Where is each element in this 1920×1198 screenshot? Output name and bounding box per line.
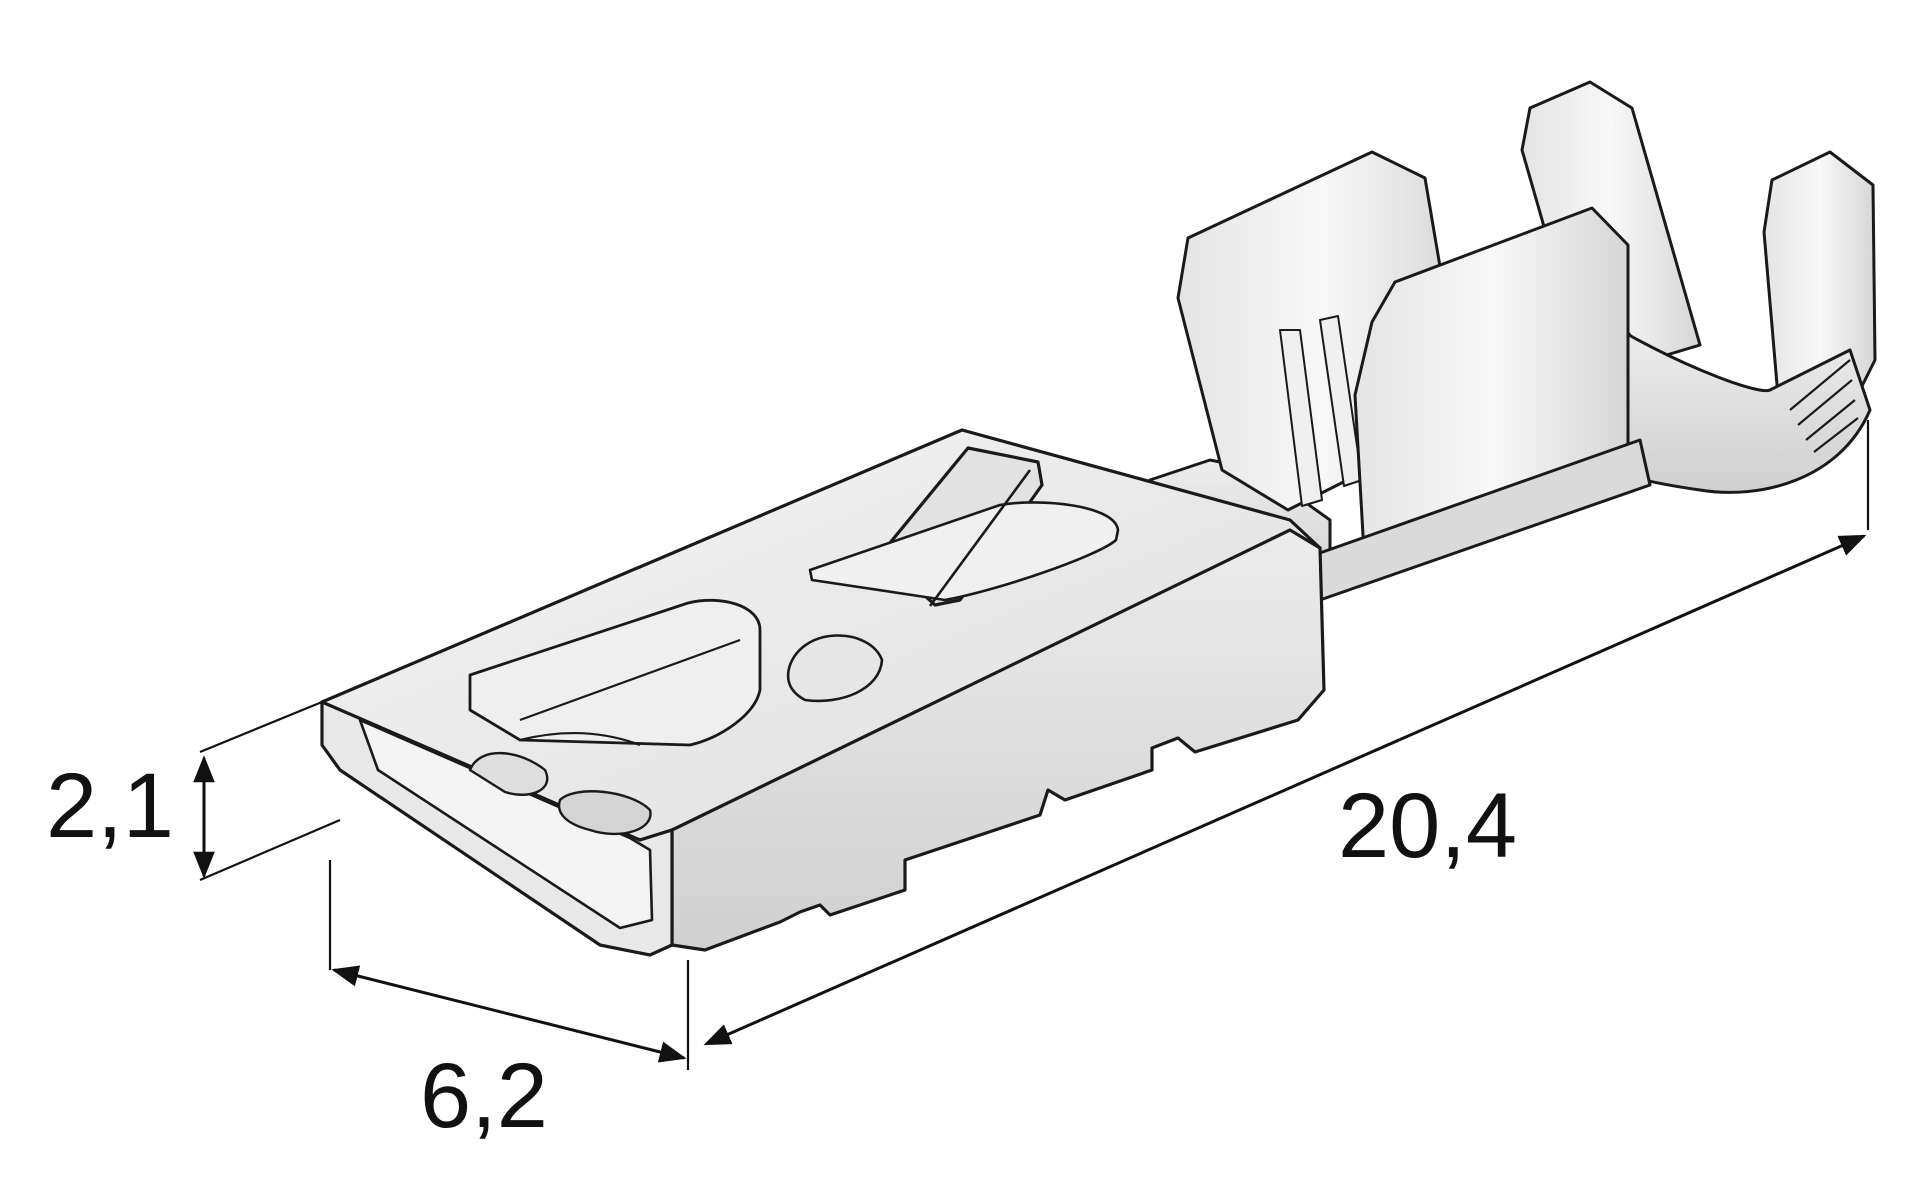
receptacle-opening bbox=[358, 718, 654, 930]
crimp-serrations bbox=[1789, 359, 1859, 453]
height-extension-top bbox=[199, 700, 323, 754]
dimension-lines bbox=[193, 420, 1870, 1070]
height-dimension-label: 2,1 bbox=[46, 755, 174, 857]
length-dimension-line bbox=[703, 534, 1867, 1046]
receptacle-body bbox=[320, 428, 1326, 957]
width-dimension-line bbox=[331, 965, 687, 1063]
insulation-wing-rear-left bbox=[1520, 80, 1702, 362]
top-window-rim bbox=[519, 638, 741, 747]
length-dimension-label: 20,4 bbox=[1338, 775, 1518, 877]
contact-dimple bbox=[557, 790, 652, 836]
contact-spring bbox=[468, 751, 549, 796]
width-dimension-label: 6,2 bbox=[420, 1045, 548, 1147]
height-extension-bottom bbox=[199, 818, 341, 882]
crimp-barrel bbox=[1148, 80, 1877, 602]
